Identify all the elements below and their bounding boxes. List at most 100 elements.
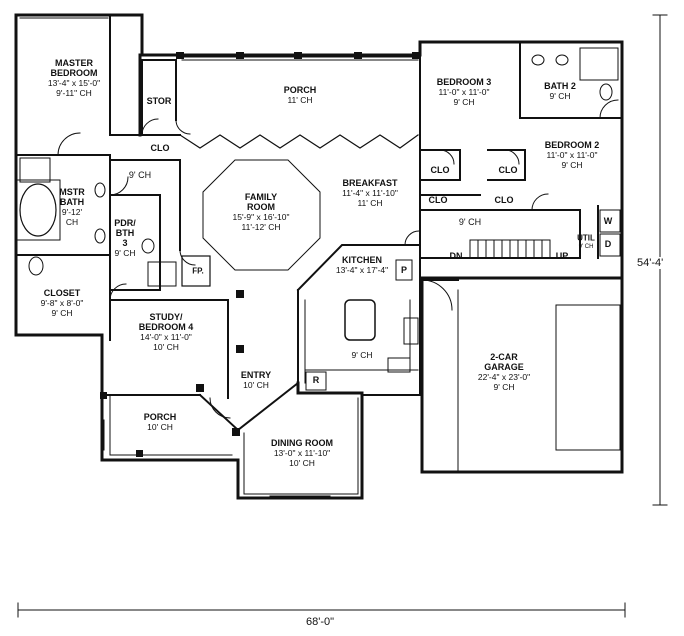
overall-width-dimension: 68'-0": [306, 616, 335, 628]
room-name-line: MSTR: [59, 187, 85, 197]
tag-fireplace: FP.: [192, 266, 204, 276]
tag-clo-hall-1: CLO: [428, 195, 448, 205]
room-ceiling: 9' CH: [114, 248, 136, 258]
room-ceiling: 9' CH: [51, 308, 73, 318]
pdr-shower: [147, 261, 177, 287]
room-name-line: 2-CAR: [490, 352, 518, 362]
room-size: 11'-0" x 11'-0": [546, 150, 598, 160]
room-name-line: DINING ROOM: [271, 438, 333, 448]
interior-walls: [15, 14, 623, 432]
tag-clo-hall-2: CLO: [494, 195, 514, 205]
bath2-tub: [579, 47, 619, 81]
tag-util-ceiling: 9' CH: [578, 244, 594, 250]
stairs-up-label: UP: [555, 251, 569, 261]
garage-door: [555, 304, 621, 451]
room-size: 11'-4" x 11'-10": [342, 188, 398, 198]
washer: [599, 209, 621, 233]
room-bedroom-3: BEDROOM 3 11'-0" x 11'-0" 9' CH: [437, 77, 492, 107]
tag-dryer: D: [604, 239, 612, 249]
room-size: 15'-9" x 16'-10": [232, 212, 290, 222]
room-bedroom-2: BEDROOM 2 11'-0" x 11'-0" 9' CH: [545, 140, 600, 170]
room-ceiling: 10' CH: [147, 422, 173, 432]
kitchen-island: [344, 299, 376, 341]
room-size: 9'-8" x 8'-0": [40, 298, 84, 308]
tag-clo-bed3: CLO: [430, 165, 450, 175]
room-size: 22'-4" x 23'-0": [477, 372, 531, 382]
room-name-line: FAMILY: [244, 192, 278, 202]
room-name-line: MASTER: [55, 58, 93, 68]
dryer: [599, 233, 621, 257]
room-ceiling: 10' CH: [289, 458, 315, 468]
room-size: 9'-12': [61, 207, 83, 217]
room-size: 14'-0" x 11'-0": [140, 332, 192, 342]
master-tub-surround: [15, 179, 61, 241]
tag-stor: STOR: [146, 96, 172, 106]
tag-refrigerator: R: [312, 375, 320, 385]
room-mstr-bath: MSTR BATH 9'-12' CH: [59, 187, 85, 227]
toilet-bath2: [599, 83, 613, 101]
room-name-line: GARAGE: [484, 362, 524, 372]
tag-pantry: P: [400, 265, 408, 275]
tag-ceiling: 9' CH: [128, 170, 152, 180]
room-name-line: STUDY/: [149, 312, 183, 322]
room-name-line: PORCH: [143, 412, 177, 422]
room-study: STUDY/ BEDROOM 4 14'-0" x 11'-0" 10' CH: [139, 312, 194, 352]
tag-ceiling: 9' CH: [458, 217, 482, 227]
dimension-lines: [17, 14, 668, 618]
room-ceiling: 10' CH: [243, 380, 269, 390]
room-name-line: BEDROOM 4: [138, 322, 194, 332]
refrigerator: [305, 371, 327, 391]
door-swings: [57, 99, 619, 419]
room-master-bedroom: MASTER BEDROOM 13'-4" x 15'-0" 9'-11" CH: [48, 58, 100, 98]
fireplace: [181, 255, 211, 287]
room-name-line: BTH: [115, 228, 135, 238]
room-pdr-bth: PDR/ BTH 3 9' CH: [114, 218, 136, 258]
tag-clo: CLO: [150, 143, 170, 153]
kitchen-counters: [304, 299, 419, 384]
exterior-walls: [14, 13, 624, 500]
room-garage: 2-CAR GARAGE 22'-4" x 23'-0" 9' CH: [478, 352, 530, 392]
room-name-line: BREAKFAST: [342, 178, 398, 188]
porch-doors: [179, 134, 419, 149]
room-ceiling: 9' CH: [549, 91, 571, 101]
room-size: 13'-4" x 15'-0": [47, 78, 101, 88]
tag-clo-bed2: CLO: [498, 165, 518, 175]
room-breakfast: BREAKFAST 11'-4" x 11'-10" 11' CH: [342, 178, 398, 208]
room-ceiling: 9' CH: [453, 97, 475, 107]
room-name-line: 3: [122, 238, 128, 248]
room-entry: ENTRY 10' CH: [241, 370, 271, 390]
toilet-pdr: [141, 238, 155, 254]
sink: [387, 357, 411, 373]
dining-outline: [243, 397, 359, 495]
vanity-sink-1: [94, 182, 106, 198]
room-name-line: CLOSET: [43, 288, 81, 298]
room-ceiling: 11' CH: [357, 198, 383, 208]
room-ceiling: 9' CH: [493, 382, 515, 392]
room-kitchen-ceiling: 9' CH: [352, 350, 373, 360]
front-porch-outline: [109, 394, 233, 456]
overall-depth-dimension: 54'-4': [637, 257, 664, 269]
room-kitchen: KITCHEN 13'-4" x 17'-4": [336, 255, 388, 275]
room-name-line: BATH: [59, 197, 85, 207]
stairs-down-label: DN: [449, 251, 463, 261]
room-porch-rear: PORCH 11' CH: [284, 85, 317, 105]
room-name-line: BEDROOM 2: [544, 140, 600, 150]
room-ceiling: 9'-11" CH: [56, 88, 92, 98]
room-ceiling: 10' CH: [153, 342, 179, 352]
room-dining-room: DINING ROOM 13'-0" x 11'-10" 10' CH: [271, 438, 333, 468]
room-size: 11'-0" x 11'-0": [438, 87, 490, 97]
room-ceiling: 9' CH: [561, 160, 583, 170]
vanity-sink-2: [94, 228, 106, 244]
room-closet: CLOSET 9'-8" x 8'-0" 9' CH: [41, 288, 84, 318]
columns: [100, 52, 420, 457]
stairs: [445, 239, 561, 259]
room-ceiling: 11'-12' CH: [241, 222, 281, 232]
bath2-sink-1: [531, 54, 545, 66]
room-name-line: BEDROOM: [50, 68, 98, 78]
room-name-line: PORCH: [283, 85, 317, 95]
room-name-line: ROOM: [246, 202, 275, 212]
room-bath-2: BATH 2 9' CH: [544, 81, 576, 101]
room-family-room: FAMILY ROOM 15'-9" x 16'-10" 11'-12' CH: [232, 192, 289, 232]
room-name-line: BATH 2: [544, 81, 576, 91]
